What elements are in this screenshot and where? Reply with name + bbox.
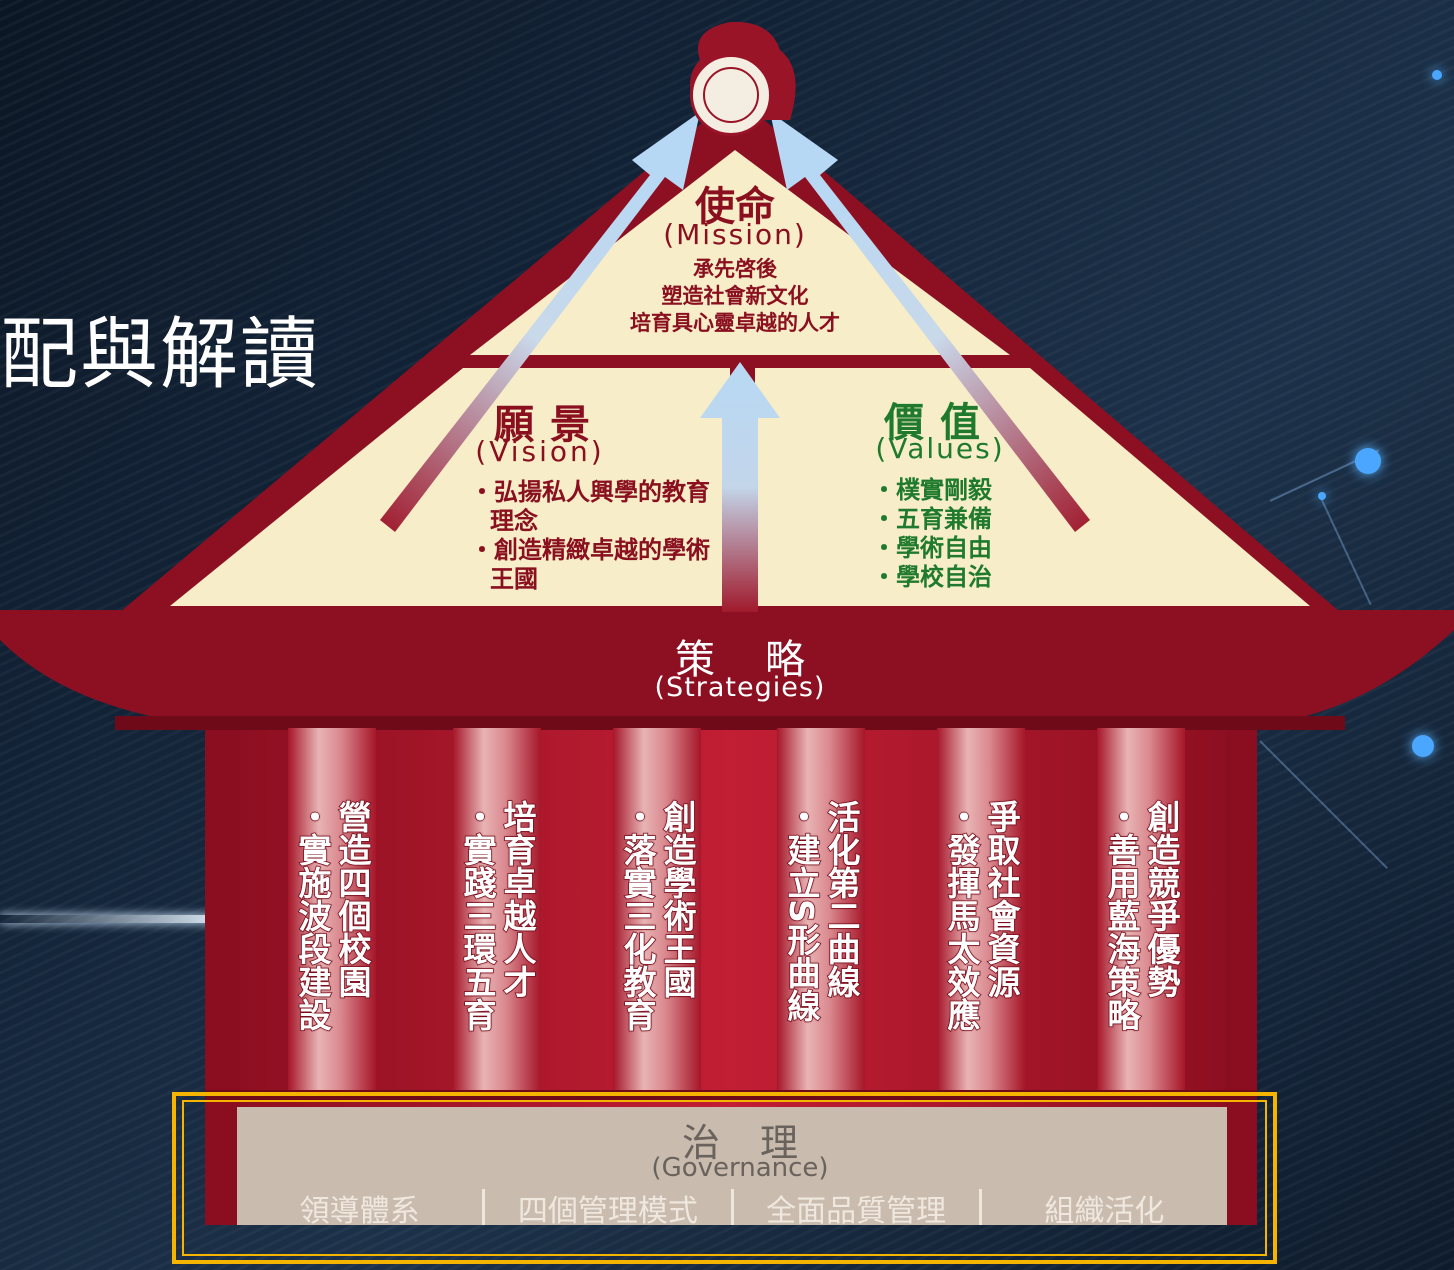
pillar-1 bbox=[288, 728, 376, 1093]
vision-item: ・弘揚私人興學的教育理念 bbox=[470, 478, 710, 535]
network-node bbox=[1412, 735, 1434, 757]
vision-item: ・創造精緻卓越的學術王國 bbox=[470, 536, 710, 593]
mission-line: 承先啓後 bbox=[693, 257, 777, 281]
pillar-line: ・實踐三環五育 bbox=[457, 799, 498, 1032]
pillar-text-3: 創造學術王國 ・落實三化教育 bbox=[612, 799, 702, 1040]
vision-panel bbox=[170, 368, 730, 606]
mission-title: 使命 bbox=[695, 184, 775, 230]
mission-subtitle: (Mission) bbox=[663, 218, 807, 251]
network-node bbox=[1318, 492, 1326, 500]
vision-items: ・弘揚私人興學的教育理念 ・創造精緻卓越的學術王國 bbox=[470, 478, 710, 594]
pillar-text-5: 爭取社會資源 ・發揮馬太效應 bbox=[936, 799, 1026, 1040]
pillar-4 bbox=[777, 728, 865, 1093]
arrow-center bbox=[700, 362, 780, 612]
pillar-line: ・發揮馬太效應 bbox=[941, 799, 982, 1032]
pillar-line: 活化第二曲線 bbox=[821, 799, 862, 999]
values-item: ・學校自治 bbox=[872, 563, 992, 591]
pillar-5 bbox=[937, 728, 1025, 1093]
pillar-2 bbox=[453, 728, 541, 1093]
governance-highlight-box bbox=[172, 1092, 1277, 1264]
pillar-line: ・善用藍海策略 bbox=[1101, 799, 1142, 1032]
pillar-line: 爭取社會資源 bbox=[981, 799, 1022, 999]
governance-item: 全面品質管理 bbox=[734, 1189, 982, 1225]
strategies-title: 策略 bbox=[675, 637, 855, 683]
arrow-left bbox=[380, 112, 700, 532]
governance-highlight-inner bbox=[182, 1100, 1267, 1256]
values-item: ・樸實剛毅 bbox=[872, 476, 992, 504]
network-node bbox=[1432, 70, 1442, 80]
vision-subtitle: (Vision) bbox=[475, 435, 605, 468]
pillar-text-2: 培育卓越人才 ・實踐三環五育 bbox=[452, 799, 542, 1040]
values-item: ・學術自由 bbox=[872, 534, 992, 562]
side-title: 配與解讀 bbox=[0, 310, 321, 400]
pillar-line: 培育卓越人才 bbox=[497, 799, 538, 999]
mission-panel bbox=[470, 150, 1010, 355]
governance-item: 組織活化 bbox=[1044, 1194, 1165, 1225]
pillar-line: ・實施波段建設 bbox=[292, 799, 333, 1032]
values-title: 價值 bbox=[884, 400, 996, 446]
pillar-line: 創造競爭優勢 bbox=[1141, 799, 1182, 999]
strategies-subtitle: (Strategies) bbox=[654, 672, 826, 703]
pillar-line: 營造四個校園 bbox=[332, 799, 373, 999]
pillar-line: ・落實三化教育 bbox=[617, 799, 658, 1032]
values-items: ・樸實剛毅 ・五育兼備 ・學術自由 ・學校自治 bbox=[872, 476, 1072, 592]
pillar-3 bbox=[613, 728, 701, 1093]
arrow-right bbox=[770, 112, 1090, 532]
governance-item: 領導體系 bbox=[237, 1189, 486, 1225]
roof-eave bbox=[0, 610, 1454, 720]
values-panel bbox=[755, 368, 1310, 606]
glow-streak bbox=[0, 915, 215, 923]
pillar-line: 創造學術王國 bbox=[657, 799, 698, 999]
governance-item: 四個管理模式 bbox=[485, 1189, 734, 1225]
vision-title: 願景 bbox=[494, 402, 606, 448]
governance-title: 治理 bbox=[681, 1121, 838, 1165]
pillar-line: ・建立S形曲線 bbox=[781, 799, 822, 1022]
governance-subtitle: (Governance) bbox=[651, 1153, 829, 1183]
tamkang-university-seal-icon bbox=[690, 54, 772, 136]
mission-lines: 承先啓後 塑造社會新文化 培育具心靈卓越的人才 bbox=[580, 256, 890, 337]
network-node bbox=[1355, 448, 1381, 474]
pillar-text-1: 營造四個校園 ・實施波段建設 bbox=[287, 799, 377, 1040]
values-item: ・五育兼備 bbox=[872, 505, 992, 533]
mission-line: 塑造社會新文化 bbox=[661, 284, 809, 308]
values-subtitle: (Values) bbox=[875, 432, 1005, 465]
pillar-text-4: 活化第二曲線 ・建立S形曲線 bbox=[776, 799, 866, 1040]
pillars bbox=[288, 728, 1185, 1093]
governance-items: 領導體系 四個管理模式 全面品質管理 組織活化 bbox=[237, 1189, 1227, 1225]
pillar-6 bbox=[1097, 728, 1185, 1093]
mission-line: 培育具心靈卓越的人才 bbox=[630, 311, 840, 335]
pillar-text-6: 創造競爭優勢 ・善用藍海策略 bbox=[1096, 799, 1186, 1040]
